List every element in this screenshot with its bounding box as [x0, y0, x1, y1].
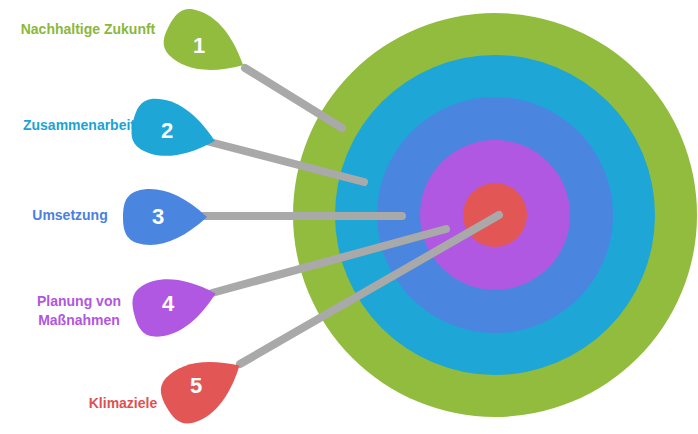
dart-shape — [123, 185, 209, 249]
callout-number: 5 — [171, 373, 221, 399]
dart-callout: Nachhaltige Zukunft1 — [164, 14, 250, 78]
dart-callout: Zusammenarbeit2 — [132, 99, 218, 163]
callout-number: 2 — [142, 118, 192, 144]
dart-shaft — [245, 68, 342, 128]
dart-callout: Klimaziele5 — [161, 354, 247, 418]
dart-shape — [161, 354, 247, 418]
callout-number: 3 — [133, 204, 183, 230]
dart-shape — [164, 14, 250, 78]
callout-label: Nachhaltige Zukunft — [10, 20, 166, 39]
callout-label: Zusammenarbeit — [0, 116, 158, 135]
dart-shape — [133, 272, 219, 336]
dart-shape — [132, 99, 218, 163]
dart-callout: Umsetzung3 — [123, 185, 209, 249]
dart-shaft — [240, 215, 499, 364]
callout-label: Umsetzung — [18, 206, 122, 225]
callout-number: 4 — [143, 291, 193, 317]
dart-head — [127, 266, 223, 342]
dart-head — [127, 94, 222, 168]
dart-head — [156, 1, 256, 90]
dart-head — [123, 189, 207, 245]
callout-label: Klimaziele — [74, 394, 172, 413]
dart-shaft — [210, 142, 364, 182]
dart-shaft — [200, 212, 402, 220]
callout-label: Planung von Maßnahmen — [22, 292, 136, 330]
callout-number: 1 — [174, 33, 224, 59]
dart-shaft — [212, 229, 446, 293]
dart-callout: Planung von Maßnahmen4 — [133, 272, 219, 336]
dart-head — [153, 341, 254, 431]
